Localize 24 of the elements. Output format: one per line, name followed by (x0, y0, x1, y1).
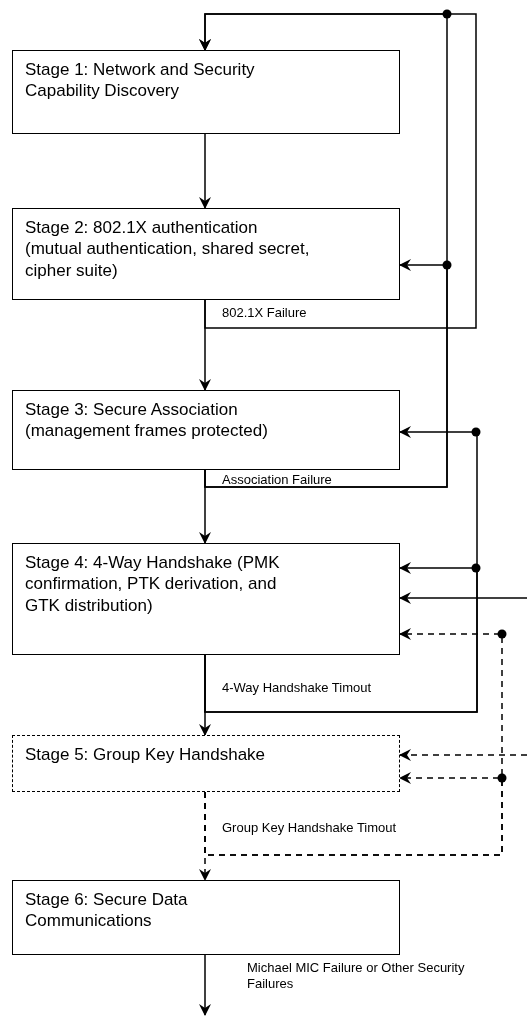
arrow (199, 133, 211, 209)
stage-text: Stage 4: 4-Way Handshake (PMK confirmation, PTK derivation, and GTK distribution) (25, 552, 281, 616)
stage-text: Stage 2: 802.1X authentication (mutual authentication, shared secret, cipher suite) (25, 217, 311, 281)
arrow (204, 772, 503, 856)
edge-label: Group Key Handshake Timout (222, 820, 397, 836)
stage-box (12, 880, 400, 955)
stage-text: Stage 5: Group Key Handshake (25, 744, 267, 766)
stage-box (12, 390, 400, 470)
stage-box (12, 543, 400, 655)
stage-text: Stage 1: Network and Security Capability Discovery (25, 59, 256, 102)
arrow (204, 562, 478, 713)
edge-label: Association Failure (222, 472, 332, 488)
edge-label: 802.1X Failure (222, 305, 307, 321)
arrow (399, 749, 527, 761)
stage-text: Stage 3: Secure Association (management frames protected) (25, 399, 269, 442)
stage-text: Stage 6: Secure Data Communications (25, 889, 189, 932)
arrow (399, 592, 527, 604)
arrow (199, 954, 211, 1016)
stage-box (12, 735, 400, 792)
arrow (199, 13, 448, 488)
stage-box (12, 208, 400, 300)
edge-label: Michael MIC Failure or Other Security Failures (247, 960, 466, 992)
stage-box (12, 50, 400, 134)
edge-label: 4-Way Handshake Timout (222, 680, 372, 696)
